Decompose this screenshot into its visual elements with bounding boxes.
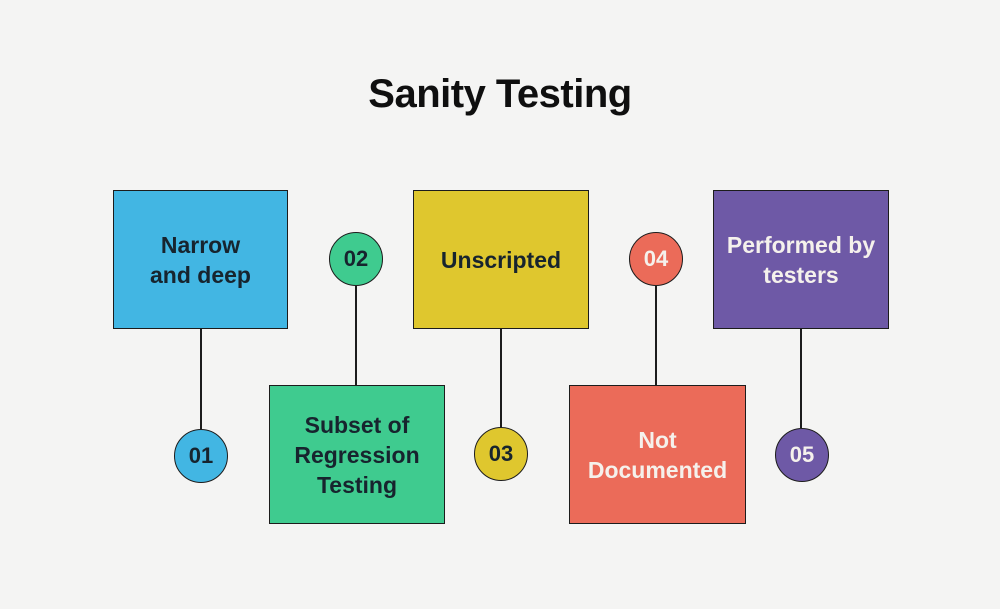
number-badge-05: 05 xyxy=(775,428,829,482)
badge-number: 04 xyxy=(643,246,669,271)
page-title: Sanity Testing xyxy=(368,72,632,116)
feature-box-not-documented: Not Documented xyxy=(569,385,746,524)
box-label-line: Narrow xyxy=(160,231,241,258)
badge-number: 03 xyxy=(488,441,514,466)
number-badge-04: 04 xyxy=(629,232,683,286)
connector-line-03 xyxy=(500,329,502,428)
number-badge-01: 01 xyxy=(174,429,228,483)
box-label-line: Testing xyxy=(316,471,398,498)
number-badge-03: 03 xyxy=(474,427,528,481)
feature-box-performed-by-testers: Performed by testers xyxy=(713,190,889,329)
badge-number: 02 xyxy=(343,246,369,271)
box-label-line: Unscripted xyxy=(440,246,562,273)
connector-line-02 xyxy=(355,286,357,385)
box-label-line: Not xyxy=(638,426,677,453)
badge-number: 05 xyxy=(789,442,815,467)
connector-line-05 xyxy=(800,329,802,428)
feature-box-subset-of-regression-testing: Subset of Regression Testing xyxy=(269,385,445,524)
box-label-line: and deep xyxy=(150,261,251,288)
number-badge-02: 02 xyxy=(329,232,383,286)
badge-number: 01 xyxy=(188,443,214,468)
feature-box-narrow-and-deep: Narrow and deep xyxy=(113,190,288,329)
box-label-line: testers xyxy=(763,261,839,288)
box-label-line: Documented xyxy=(587,456,728,483)
connector-line-01 xyxy=(200,329,202,430)
box-label-line: Regression xyxy=(294,441,420,468)
box-label-line: Performed by xyxy=(726,231,876,258)
box-label-line: Subset of xyxy=(304,411,410,438)
connector-line-04 xyxy=(655,286,657,385)
feature-box-unscripted: Unscripted xyxy=(413,190,589,329)
